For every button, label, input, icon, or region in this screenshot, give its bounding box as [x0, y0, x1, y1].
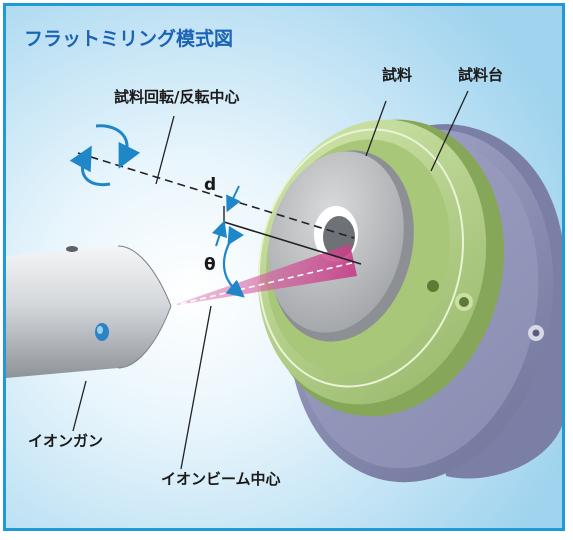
label-stage: 試料台: [458, 66, 504, 84]
flat-milling-diagram: フラットミリング模式図 試料回転/反転中心 試料 試料台 d θ イオンガン イ…: [3, 3, 565, 531]
theta-arc: [222, 225, 245, 298]
label-beam-center: イオンビーム中心: [161, 470, 281, 488]
beam-center-line: [170, 261, 357, 307]
leader-sample: [365, 100, 387, 157]
diagram-title: フラットミリング模式図: [24, 28, 234, 50]
leader-beam-center: [180, 305, 212, 470]
distance-arrow-bottom: [211, 220, 228, 247]
ion-gun: [6, 245, 172, 378]
label-distance: d: [204, 175, 217, 195]
label-ion-gun: イオンガン: [28, 432, 104, 450]
leader-rotation-axis: [155, 115, 175, 185]
diagram-graphic: [6, 6, 562, 528]
distance-arrow-top: [226, 185, 241, 213]
ion-beam: [171, 244, 357, 306]
sample-disc: [268, 150, 414, 342]
surface-line: [223, 221, 362, 265]
rotation-axis-line: [77, 152, 355, 239]
label-sample: 試料: [382, 66, 413, 84]
label-rotation-axis: 試料回転/反転中心: [114, 88, 240, 106]
leader-stage: [430, 90, 469, 172]
label-angle: θ: [204, 255, 216, 275]
leader-ion-gun: [72, 380, 87, 432]
rotation-arrow-icon: [69, 124, 141, 187]
